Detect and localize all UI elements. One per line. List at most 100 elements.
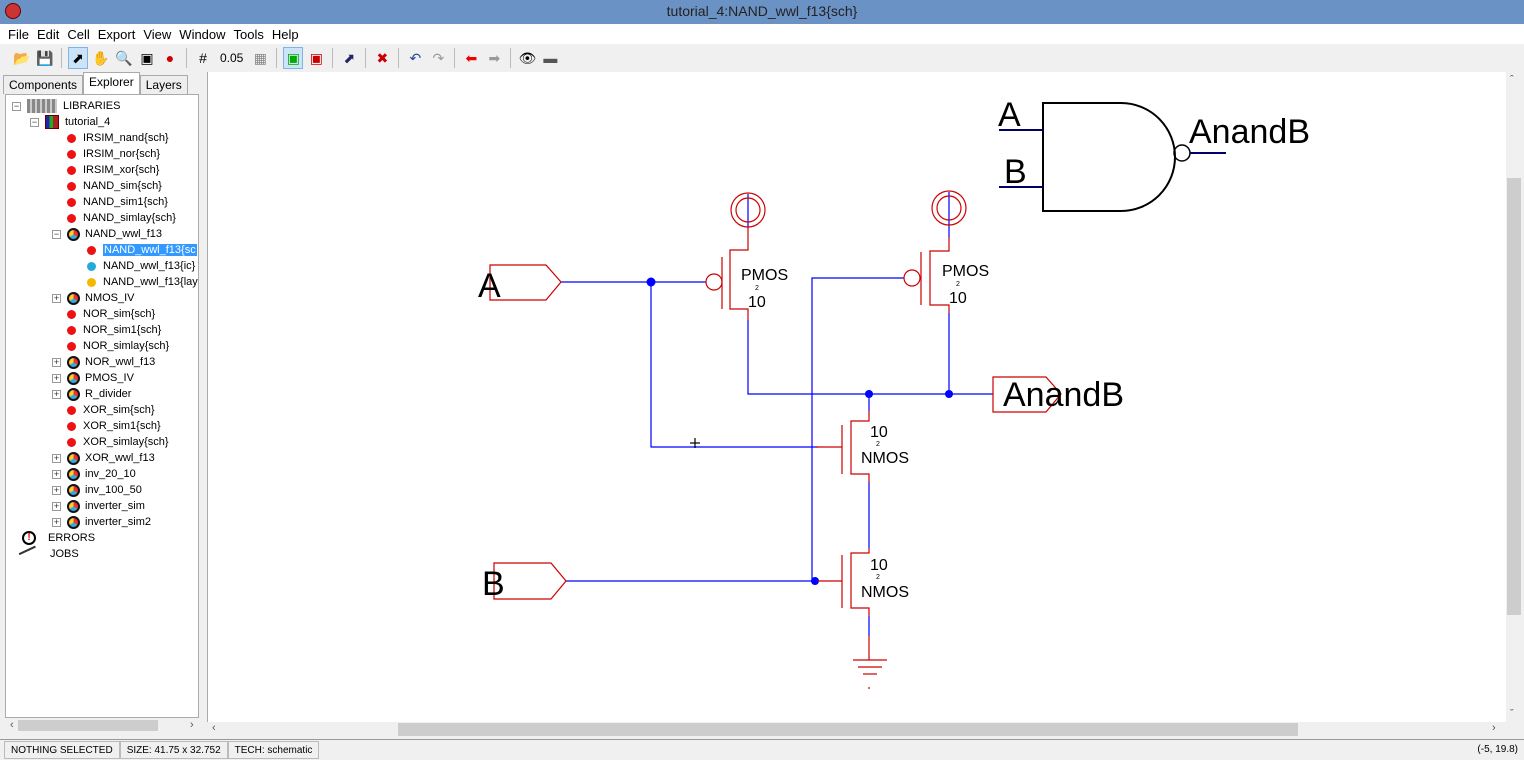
- tree-item[interactable]: +inverter_sim: [52, 498, 145, 514]
- outline-edit-icon[interactable]: ▣: [140, 49, 154, 66]
- menu-help[interactable]: Help: [271, 27, 299, 42]
- tree-item[interactable]: NAND_wwl_f13{lay: [72, 274, 198, 290]
- tree-item[interactable]: +R_divider: [52, 386, 131, 402]
- tree-item[interactable]: +XOR_wwl_f13: [52, 450, 155, 466]
- open-icon[interactable]: 📂: [13, 49, 31, 66]
- back-icon[interactable]: ⬅: [465, 49, 478, 66]
- scrollbar-thumb[interactable]: [18, 720, 158, 731]
- arc-placement-alt-icon[interactable]: ▣: [309, 49, 323, 66]
- nand-gate-icon[interactable]: [999, 102, 1226, 212]
- scrollbar-thumb[interactable]: [398, 723, 1298, 736]
- tree-item[interactable]: !ERRORS: [12, 530, 95, 546]
- tree-item[interactable]: +PMOS_IV: [52, 370, 134, 386]
- tree-item-label: LIBRARIES: [63, 100, 121, 112]
- expand-icon[interactable]: +: [52, 484, 61, 495]
- collapse-icon[interactable]: −: [30, 116, 39, 127]
- tree-item[interactable]: XOR_sim1{sch}: [52, 418, 161, 434]
- measure-icon[interactable]: ●: [165, 50, 175, 66]
- tools-icon[interactable]: ✖: [376, 49, 389, 66]
- tree-item[interactable]: − LIBRARIES: [12, 98, 120, 114]
- hide-icon[interactable]: ▬: [543, 50, 558, 66]
- tree-item[interactable]: +NMOS_IV: [52, 290, 135, 306]
- expand-icon[interactable]: +: [52, 500, 61, 511]
- pan-hand-icon[interactable]: ✋: [92, 49, 110, 66]
- tree-item[interactable]: NOR_sim1{sch}: [52, 322, 161, 338]
- tree-item[interactable]: XOR_sim{sch}: [52, 402, 155, 418]
- select-special-icon[interactable]: ⬈: [343, 49, 356, 66]
- tree-item[interactable]: IRSIM_nor{sch}: [52, 146, 160, 162]
- scroll-left-icon[interactable]: ‹: [10, 719, 14, 731]
- zoom-icon[interactable]: 🔍: [115, 49, 133, 66]
- scroll-left-icon[interactable]: ‹: [212, 722, 216, 734]
- scroll-right-icon[interactable]: ›: [190, 719, 194, 731]
- tree-item[interactable]: +inverter_sim2: [52, 514, 151, 530]
- vdd-icon[interactable]: [730, 192, 766, 228]
- canvas-horizontal-scrollbar[interactable]: ‹ ›: [207, 722, 1506, 737]
- expand-icon[interactable]: +: [52, 372, 61, 383]
- menu-file[interactable]: File: [8, 27, 29, 42]
- tree-item[interactable]: NAND_wwl_f13{sc: [72, 242, 197, 258]
- tab-layers[interactable]: Layers: [139, 75, 188, 94]
- tree-item[interactable]: NOR_sim{sch}: [52, 306, 155, 322]
- menu-tools[interactable]: Tools: [233, 27, 264, 42]
- port-out-shape[interactable]: [992, 376, 1062, 413]
- tree-item[interactable]: NAND_sim1{sch}: [52, 194, 168, 210]
- expand-icon[interactable]: +: [52, 452, 61, 463]
- expand-icon[interactable]: +: [52, 468, 61, 479]
- grid-icon[interactable]: #: [199, 50, 207, 66]
- menu-cell[interactable]: Cell: [67, 27, 90, 42]
- scroll-right-icon[interactable]: ›: [1492, 722, 1496, 734]
- port-b-shape[interactable]: [493, 562, 567, 600]
- tree-item[interactable]: IRSIM_xor{sch}: [52, 162, 159, 178]
- tree-item[interactable]: NAND_simlay{sch}: [52, 210, 176, 226]
- tree-item[interactable]: XOR_simlay{sch}: [52, 434, 169, 450]
- scroll-down-icon[interactable]: ˇ: [1510, 708, 1514, 720]
- expand-icon[interactable]: +: [52, 292, 61, 303]
- arc-placement-icon[interactable]: ▣: [283, 47, 304, 69]
- redo-icon[interactable]: ↷: [432, 49, 445, 66]
- junction-dot: [865, 390, 873, 398]
- scroll-up-icon[interactable]: ˆ: [1510, 74, 1514, 86]
- pmos-transistor[interactable]: [903, 237, 950, 313]
- menu-export[interactable]: Export: [97, 27, 136, 42]
- tree-item[interactable]: JOBS: [12, 545, 79, 563]
- expand-icon[interactable]: +: [52, 388, 61, 399]
- tree-item[interactable]: NAND_sim{sch}: [52, 178, 162, 194]
- canvas-vertical-scrollbar[interactable]: ˆ ˇ: [1506, 72, 1522, 722]
- tab-components[interactable]: Components: [3, 75, 84, 94]
- tree-item[interactable]: NAND_wwl_f13{ic}: [72, 258, 195, 274]
- scrollbar-thumb[interactable]: [1507, 178, 1521, 615]
- select-arrow-icon[interactable]: ⬈: [68, 47, 88, 69]
- vdd-icon[interactable]: [931, 190, 967, 226]
- menu-window[interactable]: Window: [179, 27, 226, 42]
- tree-item[interactable]: −NAND_wwl_f13: [52, 226, 162, 242]
- collapse-icon[interactable]: −: [12, 100, 21, 111]
- nmos-transistor[interactable]: [818, 548, 870, 616]
- show-icon[interactable]: 👁: [518, 49, 537, 66]
- tab-explorer[interactable]: Explorer: [83, 72, 140, 94]
- save-icon[interactable]: 💾: [36, 49, 54, 66]
- divider: [454, 48, 456, 68]
- expand-icon[interactable]: +: [52, 356, 61, 367]
- schematic-canvas[interactable]: A B AnandB A B AnandB PMOS 2 10 PMOS 2 1…: [207, 72, 1506, 722]
- forward-icon[interactable]: ➡: [488, 49, 501, 66]
- tree-item[interactable]: NOR_simlay{sch}: [52, 338, 169, 354]
- nmos-transistor[interactable]: [816, 411, 870, 482]
- undo-icon[interactable]: ↶: [409, 49, 422, 66]
- collapse-icon[interactable]: −: [52, 228, 61, 239]
- tree-item[interactable]: +inv_20_10: [52, 466, 136, 482]
- tree-item[interactable]: IRSIM_nand{sch}: [52, 130, 169, 146]
- tree-item[interactable]: +inv_100_50: [52, 482, 142, 498]
- ground-icon[interactable]: [853, 636, 887, 689]
- port-a-shape[interactable]: [489, 264, 562, 301]
- pmos-transistor[interactable]: [705, 228, 749, 320]
- cell-group-icon: [67, 451, 80, 465]
- grid-align-icon[interactable]: ▦: [253, 49, 267, 66]
- tree-item[interactable]: −tutorial_4: [30, 114, 110, 130]
- tree-horizontal-scrollbar[interactable]: ‹ ›: [8, 718, 200, 733]
- tree-item[interactable]: +NOR_wwl_f13: [52, 354, 155, 370]
- menu-edit[interactable]: Edit: [36, 27, 60, 42]
- expand-icon[interactable]: +: [52, 516, 61, 527]
- menu-view[interactable]: View: [143, 27, 172, 42]
- tree-item-label: ERRORS: [48, 532, 96, 544]
